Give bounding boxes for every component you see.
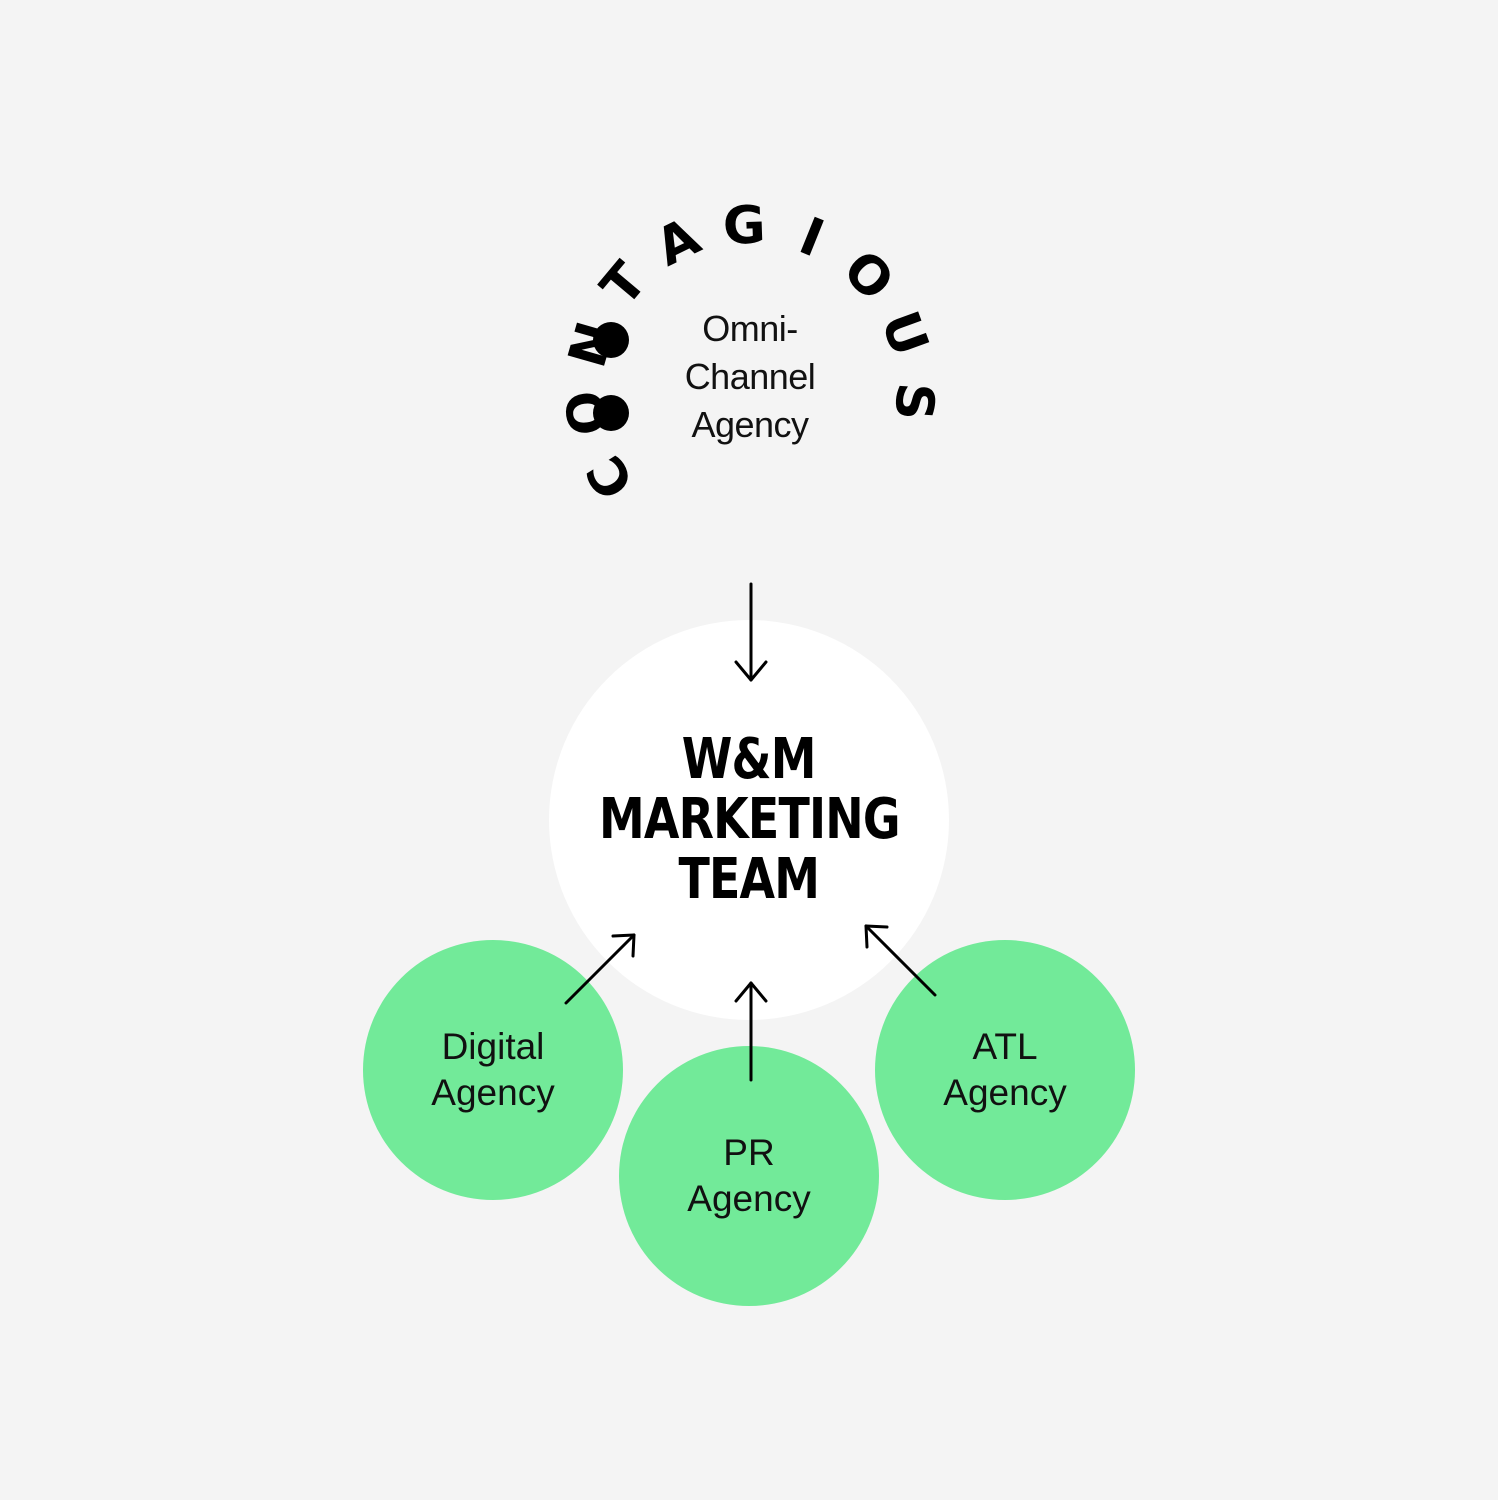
- logo-letter-u: U: [868, 303, 940, 365]
- digital-agency-circle: Digital Agency: [363, 940, 623, 1200]
- digital-agency-line-2: Agency: [431, 1072, 555, 1113]
- team-title-line-1: W&M: [682, 727, 817, 792]
- contagious-logo: C O N T A G I O U S Omni- Channel Agency: [555, 195, 945, 585]
- digital-agency-line-1: Digital: [441, 1026, 545, 1067]
- atl-agency-line-1: ATL: [972, 1026, 1038, 1067]
- team-title-line-3: TEAM: [678, 847, 820, 912]
- logo-letter-g: G: [721, 195, 767, 257]
- logo-subtitle-line-3: Agency: [691, 404, 809, 445]
- logo-letter-i: I: [791, 206, 832, 270]
- atl-agency-circle: ATL Agency: [875, 940, 1135, 1200]
- logo-letter-c: C: [575, 444, 647, 509]
- logo-subtitle-line-1: Omni-: [702, 308, 798, 349]
- logo-letter-a: A: [646, 206, 710, 279]
- pr-agency-line-2: Agency: [687, 1178, 811, 1219]
- logo-dot-upper: [593, 322, 629, 358]
- pr-agency-line-1: PR: [723, 1132, 775, 1173]
- logo-subtitle-line-2: Channel: [684, 356, 816, 397]
- logo-subtitle: Omni- Channel Agency: [650, 305, 850, 449]
- logo-dot-lower: [593, 395, 629, 431]
- marketing-team-circle: W&M MARKETING TEAM: [549, 620, 949, 1020]
- atl-agency-line-2: Agency: [943, 1072, 1067, 1113]
- team-title-line-2: MARKETING: [598, 787, 901, 852]
- logo-letter-s: S: [882, 380, 945, 423]
- pr-agency-circle: PR Agency: [619, 1046, 879, 1306]
